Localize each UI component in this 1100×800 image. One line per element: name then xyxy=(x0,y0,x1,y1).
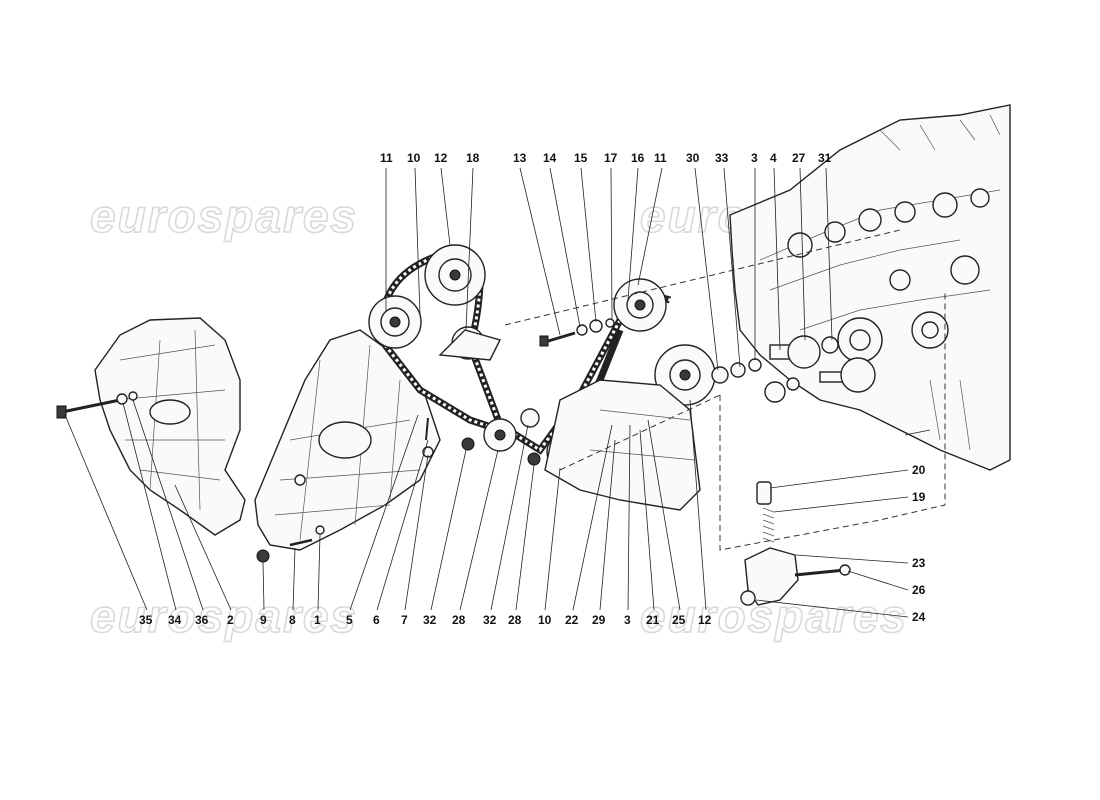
callout-label: 36 xyxy=(195,613,209,627)
callout-label: 33 xyxy=(715,151,729,165)
watermark-bottom-left: eurospares xyxy=(90,590,358,642)
callout-label: 11 xyxy=(380,151,393,165)
callout-label: 34 xyxy=(168,613,182,627)
callout-label: 22 xyxy=(565,613,579,627)
callout-label: 6 xyxy=(373,613,380,627)
callout-label: 28 xyxy=(508,613,522,627)
callout-label: 4 xyxy=(770,151,777,165)
front-timing-cover xyxy=(254,329,441,551)
guide-lines xyxy=(504,229,946,551)
callout-label: 31 xyxy=(818,151,832,165)
callout-label: 12 xyxy=(434,151,448,165)
callout-labels-top: 11 10 12 18 13 14 15 17 16 11 30 33 3 4 … xyxy=(380,151,832,165)
engine-block xyxy=(729,104,1011,471)
callout-label: 17 xyxy=(604,151,618,165)
callout-label: 10 xyxy=(407,151,421,165)
callout-label: 30 xyxy=(686,151,700,165)
small-parts xyxy=(256,318,615,563)
callout-label: 3 xyxy=(751,151,758,165)
intermediate-shaft-assembly xyxy=(711,335,876,403)
tensioner-18 xyxy=(438,326,502,361)
callout-label: 35 xyxy=(139,613,153,627)
callout-label: 14 xyxy=(543,151,557,165)
rear-timing-plate xyxy=(544,379,701,511)
idler-28 xyxy=(483,418,517,452)
callout-label: 32 xyxy=(423,613,437,627)
leader-lines xyxy=(64,167,909,618)
callout-label: 19 xyxy=(912,490,926,504)
callout-label: 13 xyxy=(513,151,527,165)
callout-label: 8 xyxy=(289,613,296,627)
cam-pulley-right-upper xyxy=(613,278,667,332)
callout-label: 2 xyxy=(227,613,234,627)
callout-label: 12 xyxy=(698,613,712,627)
callout-label: 3 xyxy=(624,613,631,627)
callout-label: 7 xyxy=(401,613,408,627)
callout-label: 23 xyxy=(912,556,926,570)
watermark-top-left: eurospares xyxy=(90,190,358,242)
callout-label: 11 xyxy=(654,151,667,165)
callout-label: 26 xyxy=(912,583,926,597)
callout-label: 21 xyxy=(646,613,660,627)
callout-label: 18 xyxy=(466,151,480,165)
callout-label: 16 xyxy=(631,151,645,165)
callout-label: 29 xyxy=(592,613,606,627)
callout-label: 15 xyxy=(574,151,588,165)
callout-label: 1 xyxy=(314,613,321,627)
callout-label: 9 xyxy=(260,613,267,627)
callout-label: 20 xyxy=(912,463,926,477)
cam-pulley-left-upper xyxy=(424,244,486,306)
callout-labels-right: 20 19 23 26 24 xyxy=(912,463,926,624)
callout-label: 27 xyxy=(792,151,806,165)
callout-labels-bottom: 35 34 36 2 9 8 1 5 6 7 32 28 32 28 10 22… xyxy=(139,613,712,627)
cam-pulley-right-lower xyxy=(654,344,716,406)
callout-label: 32 xyxy=(483,613,497,627)
callout-label: 25 xyxy=(672,613,686,627)
tensioner-bracket-assembly xyxy=(740,481,851,606)
rear-timing-cover xyxy=(94,317,246,536)
callout-label: 24 xyxy=(912,610,926,624)
callout-label: 5 xyxy=(346,613,353,627)
callout-label: 28 xyxy=(452,613,466,627)
callout-label: 10 xyxy=(538,613,552,627)
bolt-35 xyxy=(56,391,138,419)
cam-pulley-left-lower xyxy=(368,295,422,349)
